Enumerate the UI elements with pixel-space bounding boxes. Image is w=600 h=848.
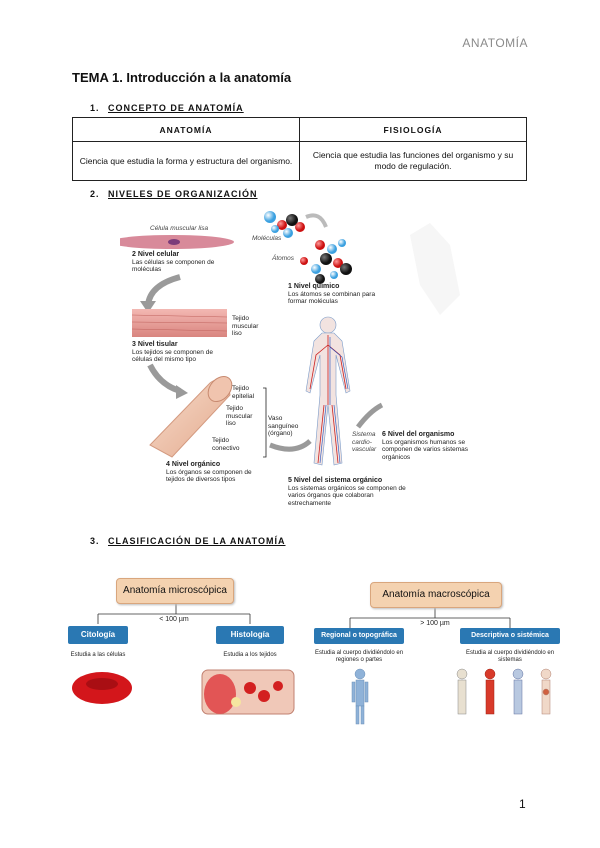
- level-6-desc: Los organismos humanos se componen de va…: [382, 438, 468, 461]
- arrow-cell-to-tissue: [145, 274, 181, 306]
- descriptiva-caption: Estudia al cuerpo dividiéndolo en sistem…: [465, 650, 555, 663]
- table-header-fisiologia: FISIOLOGÍA: [299, 117, 527, 142]
- citologia-box: Citología: [68, 626, 128, 644]
- section-number: 2.: [90, 189, 100, 199]
- table-cell-anatomia-def: Ciencia que estudia la forma y estructur…: [72, 141, 300, 181]
- histologia-box: Histología: [216, 626, 284, 644]
- vessel-label: Vaso sanguíneo (órgano): [268, 415, 299, 437]
- tissue-label: Tejido muscular liso: [232, 315, 259, 337]
- arrow-head: [140, 301, 156, 313]
- level-5-title: 5 Nivel del sistema orgánico: [288, 477, 383, 484]
- level-1-caption: 1 Nivel químico Los átomos se combinan p…: [288, 283, 378, 306]
- arrow-tissue-to-organ: [147, 363, 181, 394]
- definitions-table: ANATOMÍA FISIOLOGÍA Ciencia que estudia …: [72, 117, 527, 181]
- arrow-head: [176, 385, 188, 399]
- classification-connectors: [72, 604, 552, 725]
- macro-threshold: > 100 µm: [420, 620, 450, 627]
- section-title: NIVELES DE ORGANIZACIÓN: [108, 189, 258, 199]
- level-4-desc: Los órganos se componen de tejidos de di…: [166, 468, 252, 484]
- level-4-caption: 4 Nivel orgánico Los órganos se componen…: [166, 461, 266, 484]
- level-3-caption: 3 Nivel tisular Los tejidos se componen …: [132, 341, 227, 364]
- molecules-label: Moléculas: [252, 235, 282, 242]
- vascular-veins: [319, 337, 349, 464]
- histologia-caption: Estudia a los tejidos: [223, 652, 277, 658]
- level-4-title: 4 Nivel orgánico: [166, 461, 221, 468]
- level-1-desc: Los átomos se combinan para formar moléc…: [288, 290, 376, 306]
- organ-label-epitelial: Tejido epitelial: [232, 385, 255, 400]
- level-1-title: 1 Nivel químico: [288, 283, 340, 290]
- level-3-title: 3 Nivel tisular: [132, 341, 178, 348]
- table-header-row: ANATOMÍA FISIOLOGÍA: [72, 117, 527, 142]
- page-number: 1: [519, 797, 526, 811]
- micro-threshold: < 100 µm: [159, 616, 189, 623]
- section-title: CLASIFICACIÓN DE LA ANATOMÍA: [108, 536, 286, 546]
- system-label: Sistema cardio-vascular: [352, 431, 377, 453]
- tissue-striations: [131, 314, 228, 332]
- cell-nucleus: [168, 239, 180, 245]
- atoms-cluster: [300, 239, 352, 284]
- regional-box: Regional o topográfica: [314, 628, 404, 644]
- level-2-title: 2 Nivel celular: [132, 251, 180, 258]
- level-3-desc: Los tejidos se componen de células del m…: [132, 348, 213, 364]
- table-row: Ciencia que estudia la forma y estructur…: [72, 141, 527, 181]
- level-6-caption: 6 Nivel del organismo Los organismos hum…: [382, 431, 482, 461]
- descriptiva-box: Descriptiva o sistémica: [460, 628, 560, 644]
- organ-label-conectivo: Tejido conectivo: [212, 437, 240, 452]
- organ-bracket: [263, 387, 267, 458]
- cell-center: [86, 678, 118, 690]
- level-6-title: 6 Nivel del organismo: [382, 431, 455, 438]
- section-number: 3.: [90, 536, 100, 546]
- section-heading-niveles: 2. NIVELES DE ORGANIZACIÓN: [90, 189, 258, 199]
- section-heading-concepto: 1. CONCEPTO DE ANATOMÍA: [90, 103, 244, 113]
- histology-illustration: [201, 669, 295, 715]
- section-number: 1.: [90, 103, 100, 113]
- systemic-body-figures: [456, 668, 552, 715]
- running-header: ANATOMÍA: [462, 36, 528, 50]
- organization-illustration: [120, 211, 460, 466]
- regional-body-figure: [351, 668, 369, 725]
- page-title: TEMA 1. Introducción a la anatomía: [72, 70, 292, 85]
- table-header-anatomia: ANATOMÍA: [72, 117, 300, 142]
- level-2-caption: 2 Nivel celular Las células se componen …: [132, 251, 227, 274]
- vessel-opening: [207, 375, 233, 403]
- regional-caption: Estudia al cuerpo dividiéndolo en region…: [314, 650, 404, 663]
- micro-anatomy-box: Anatomía microscópica: [116, 578, 234, 604]
- citologia-caption: Estudia a las células: [70, 652, 126, 658]
- classification-diagram: Anatomía microscópica < 100 µm Citología…: [60, 570, 570, 740]
- molecules-cluster: [264, 211, 305, 238]
- arrow-system-to-organism: [356, 402, 384, 429]
- level-5-caption: 5 Nivel del sistema orgánico Los sistema…: [288, 477, 406, 507]
- organization-levels-figure: Célula muscular lisa Moléculas Átomos 2 …: [120, 205, 500, 513]
- atoms-label: Átomos: [272, 255, 295, 262]
- section-heading-clasificacion: 3. CLASIFICACIÓN DE LA ANATOMÍA: [90, 536, 286, 546]
- level-5-desc: Los sistemas orgánicos se componen de va…: [288, 484, 406, 507]
- cell-label: Célula muscular lisa: [150, 225, 209, 232]
- arrow-organ-to-system: [269, 439, 312, 452]
- macro-anatomy-box: Anatomía macroscópica: [370, 582, 502, 608]
- organism-silhouette: [410, 223, 460, 315]
- section-title: CONCEPTO DE ANATOMÍA: [108, 103, 244, 113]
- level-2-desc: Las células se componen de moléculas: [132, 258, 215, 274]
- arrow-atoms-to-molecules: [305, 213, 328, 228]
- organ-label-muscular: Tejido muscular liso: [226, 405, 253, 427]
- table-cell-fisiologia-def: Ciencia que estudia las funciones del or…: [299, 141, 527, 181]
